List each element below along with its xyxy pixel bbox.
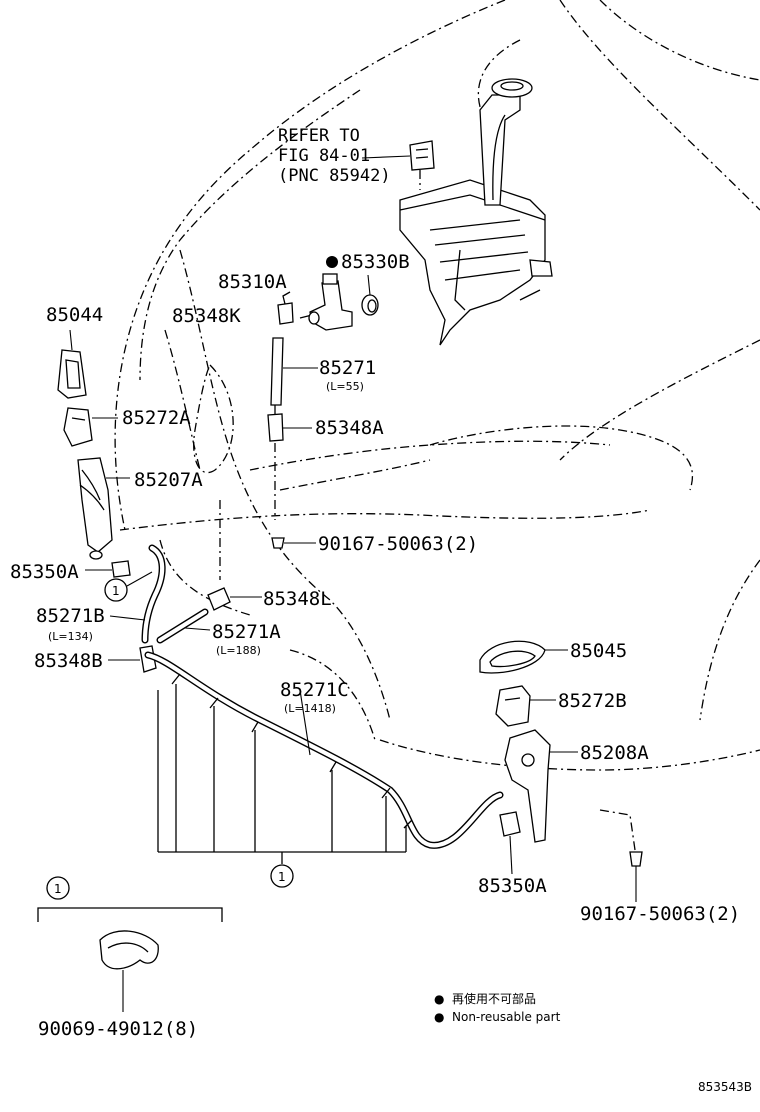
ref-note-line3: (PNC 85942) xyxy=(278,166,391,186)
callout-1-legend-text: 1 xyxy=(54,882,62,896)
label-85044: 85044 xyxy=(46,304,103,326)
joint-85348A xyxy=(267,413,312,442)
label-90167-lower: 90167-50063(2) xyxy=(580,903,740,925)
label-85271-length: (L=55) xyxy=(326,380,364,393)
label-85271C-length: (L=1418) xyxy=(284,702,336,715)
label-85045: 85045 xyxy=(570,640,627,662)
washer-reservoir xyxy=(361,78,553,346)
legend-english: Non-reusable part xyxy=(452,1010,561,1024)
label-85348A: 85348A xyxy=(315,417,384,439)
non-reusable-marker xyxy=(326,256,338,268)
legend-symbol-1: ● xyxy=(434,992,444,1006)
hose-85271 xyxy=(270,337,318,406)
vehicle-body-outline xyxy=(114,0,760,851)
label-85272A: 85272A xyxy=(122,407,191,429)
label-85272B: 85272B xyxy=(558,690,627,712)
washer-pump xyxy=(299,273,353,331)
label-85271A: 85271A xyxy=(212,621,281,643)
callout-1-bracket xyxy=(270,864,294,888)
nozzle-cover-left xyxy=(57,329,87,399)
label-85271B-length: (L=134) xyxy=(48,630,93,643)
hose-85271B xyxy=(109,544,166,644)
callout-1-hose xyxy=(104,571,153,602)
legend-symbol-2: ● xyxy=(434,1010,444,1024)
callout-1-hose-text: 1 xyxy=(112,584,120,598)
ref-note-line1: REFER TO xyxy=(278,126,360,146)
joint-85350A-left xyxy=(85,560,131,578)
hose-85271A xyxy=(156,608,211,644)
joint-85348K xyxy=(277,291,294,325)
ref-note-line2: FIG 84-01 xyxy=(278,146,370,166)
hose-85271C xyxy=(144,651,504,849)
label-90069: 90069-49012(8) xyxy=(38,1018,198,1040)
label-85350A-right: 85350A xyxy=(478,875,547,897)
joint-85348L xyxy=(207,587,262,611)
cover-bracket-right xyxy=(495,685,556,727)
label-85310A: 85310A xyxy=(218,271,287,293)
label-85348B: 85348B xyxy=(34,650,103,672)
headlamp-washer-nozzle-right xyxy=(504,729,578,843)
screw-upper xyxy=(271,537,316,549)
joint-85350A-right xyxy=(499,811,521,875)
clip-detail xyxy=(37,907,223,1012)
label-85271A-length: (L=188) xyxy=(216,644,261,657)
label-85350A-left: 85350A xyxy=(10,561,79,583)
label-85207A: 85207A xyxy=(134,469,203,491)
screw-lower xyxy=(629,851,643,902)
nozzle-cover-right xyxy=(479,640,568,674)
label-85271C: 85271C xyxy=(280,679,349,701)
callout-1-legend xyxy=(46,876,70,900)
label-85271B: 85271B xyxy=(36,605,105,627)
legend-japanese: 再使用不可部品 xyxy=(452,991,536,1006)
diagram-code: 853543B xyxy=(698,1080,752,1094)
headlamp-washer-nozzle-left xyxy=(77,457,130,560)
cover-bracket-left xyxy=(63,407,118,447)
hose-clips xyxy=(157,673,413,864)
label-85271: 85271 xyxy=(319,357,376,379)
label-85208A: 85208A xyxy=(580,742,649,764)
pump-grommet xyxy=(361,274,379,316)
label-85330B: 85330B xyxy=(341,251,410,273)
label-85348L: 85348L xyxy=(263,588,332,610)
label-90167-upper: 90167-50063(2) xyxy=(318,533,478,555)
joint-85348B xyxy=(108,645,157,673)
callout-1-bracket-text: 1 xyxy=(278,870,286,884)
label-85348K: 85348K xyxy=(172,305,241,327)
